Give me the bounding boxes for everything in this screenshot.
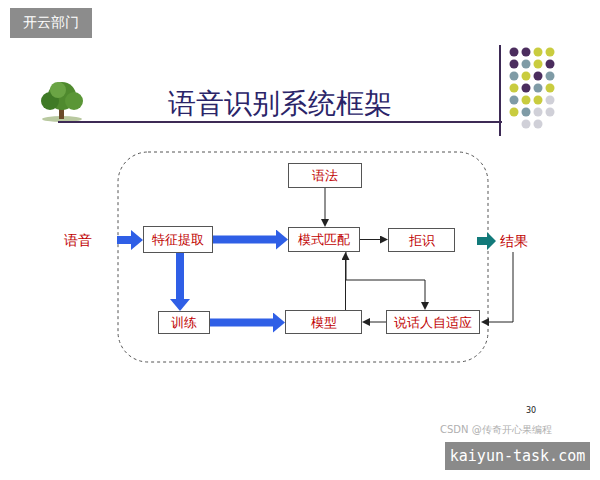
dot-grid	[510, 48, 555, 129]
watermark: CSDN @传奇开心果编程	[440, 423, 552, 437]
dot	[510, 96, 519, 105]
dot	[534, 96, 543, 105]
tree-icon	[41, 82, 83, 122]
flow-arrow	[210, 319, 273, 327]
dot	[522, 60, 531, 69]
tree-crown	[65, 92, 83, 110]
dot	[534, 60, 543, 69]
tree-crown	[50, 82, 66, 98]
process-box: 说话人自适应	[386, 310, 480, 334]
box-label: 模式匹配	[298, 233, 350, 246]
connector-arrow	[360, 239, 380, 240]
dot	[534, 72, 543, 81]
dot	[510, 84, 519, 93]
title-underline	[58, 121, 502, 123]
dot	[510, 48, 519, 57]
dot	[522, 96, 531, 105]
box-label: 特征提取	[152, 233, 204, 246]
output-label: 结果	[500, 233, 528, 251]
dot	[546, 84, 555, 93]
connector-arrow	[325, 188, 326, 219]
input-label: 语音	[64, 232, 92, 250]
watermark-badge: 开云部门	[10, 8, 92, 38]
page-number: 30	[526, 406, 536, 415]
process-box: 特征提取	[143, 226, 213, 253]
dot	[522, 48, 531, 57]
dot	[510, 72, 519, 81]
dot	[534, 120, 543, 129]
box-label: 训练	[171, 316, 197, 329]
flow-arrow	[213, 236, 276, 244]
box-label: 语法	[312, 169, 338, 182]
box-label: 拒识	[409, 234, 435, 247]
dot	[546, 72, 555, 81]
process-box: 模式匹配	[288, 227, 360, 252]
process-box: 模型	[285, 310, 362, 334]
dot	[522, 84, 531, 93]
dot	[546, 108, 555, 117]
feedback-line	[489, 252, 513, 322]
title-rule	[499, 45, 501, 136]
process-box: 语法	[288, 163, 362, 188]
dot	[510, 108, 519, 117]
output-arrow	[477, 232, 496, 250]
process-box: 拒识	[388, 228, 455, 252]
dot	[522, 72, 531, 81]
dot	[522, 108, 531, 117]
dot	[534, 48, 543, 57]
dot	[534, 108, 543, 117]
dot	[522, 120, 531, 129]
process-box: 训练	[158, 311, 210, 334]
dot	[546, 96, 555, 105]
flow-arrow	[176, 253, 184, 299]
connector-arrow	[346, 252, 425, 302]
connector-arrow	[370, 322, 386, 323]
connector-layer	[180, 188, 425, 323]
dot	[546, 60, 555, 69]
box-label: 模型	[311, 316, 337, 329]
input-arrow	[117, 230, 143, 250]
box-label: 说话人自适应	[394, 316, 472, 329]
watermark-badge: kaiyun-task.com	[445, 442, 590, 470]
slide-title: 语音识别系统框架	[110, 85, 450, 123]
dot	[510, 60, 519, 69]
dot	[546, 48, 555, 57]
dot	[534, 84, 543, 93]
system-boundary	[118, 152, 488, 362]
